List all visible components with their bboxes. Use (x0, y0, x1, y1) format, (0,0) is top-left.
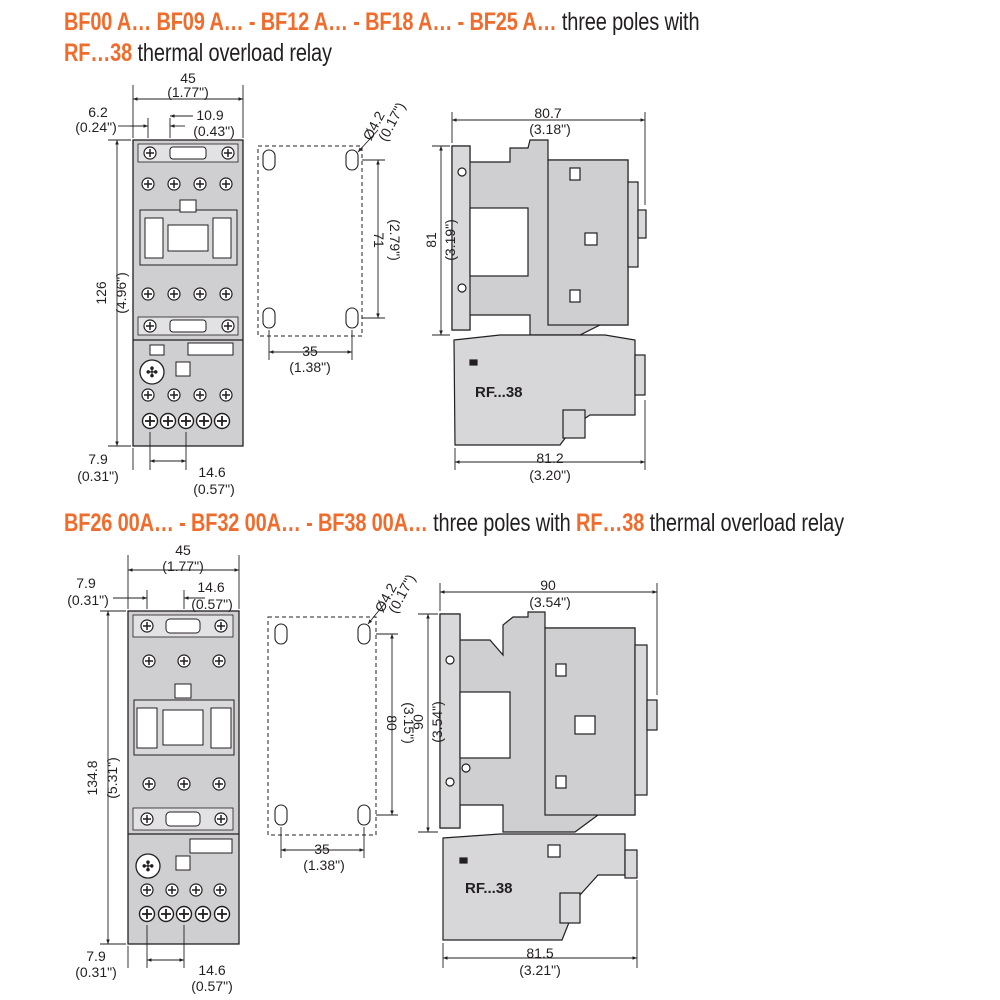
section2-side-view (439, 611, 658, 941)
s1-horiz-mm: 35 (302, 343, 318, 359)
s2-bottom-pitch-in: (0.57") (191, 978, 233, 994)
s1-pitch-in: (0.43") (193, 123, 235, 139)
section2-front-dimensions (100, 555, 240, 968)
s1-relay-depth-in: (3.20") (529, 467, 571, 483)
section1-side-dimensions (432, 112, 646, 470)
s1-side-height-in: (3.19") (442, 219, 458, 261)
section1-drill-template: Ø4.2 (0.17") 71 (2.79") 35 (1.38") (257, 100, 408, 375)
s1-bottom-left-in: (0.31") (77, 468, 119, 484)
section1-side-view (451, 139, 647, 446)
s2-relay-depth-in: (3.21") (519, 962, 561, 978)
s2-side-height-mm: 90 (410, 714, 426, 730)
section1-front-dim-texts: 45 (1.77") 6.2 (0.24") 10.9 (0.43") 126 … (75, 70, 235, 497)
s1-relay-label: RF...38 (475, 384, 523, 401)
s2-left-in: (0.31") (67, 592, 109, 608)
s2-bottom-left-in: (0.31") (75, 964, 117, 980)
section1-models: BF00 A… BF09 A… - BF12 A… - BF18 A… - BF… (64, 8, 557, 36)
section2-models: BF26 00A… - BF32 00A… - BF38 00A… (64, 509, 428, 537)
svg-text:✣: ✣ (146, 364, 158, 380)
s2-vert-in: (3.15") (401, 702, 417, 744)
s1-vert-mm: 71 (371, 232, 387, 248)
section2-relay: RF…38 (576, 509, 645, 537)
s1-bottom-left-mm: 7.9 (88, 451, 108, 467)
section1-front-dimensions (108, 85, 244, 470)
s1-height-in: (4.96") (113, 272, 129, 314)
s2-relay-label: RF...38 (465, 880, 513, 897)
s1-left-in: (0.24") (75, 119, 117, 135)
s2-height-mm: 134.8 (84, 760, 100, 795)
section1-heading-tail: thermal overload relay (137, 39, 333, 67)
s2-depth-in: (3.54") (529, 594, 571, 610)
s2-pitch-in: (0.57") (191, 596, 233, 612)
s1-bottom-pitch-mm: 14.6 (198, 464, 225, 480)
s1-depth-mm: 80.7 (534, 105, 561, 121)
s2-vert-mm: 80 (384, 715, 400, 731)
section2-side-dimensions (418, 583, 658, 968)
s2-pitch-mm: 14.6 (197, 579, 224, 595)
section1-front-view: ✣ (132, 139, 244, 447)
section1-heading-line2: RF…38 thermal overload relay (64, 40, 332, 67)
s1-side-height-mm: 81 (423, 232, 439, 248)
s1-pitch-mm: 10.9 (196, 107, 223, 123)
s2-height-in: (5.31") (104, 757, 120, 799)
section1-relay: RF…38 (64, 39, 133, 67)
section1-heading-mid: three poles with (561, 8, 700, 36)
s2-relay-depth-mm: 81.5 (526, 945, 553, 961)
s1-left-mm: 6.2 (88, 104, 108, 120)
s1-depth-in: (3.18") (529, 121, 571, 137)
section2-heading-tail: thermal overload relay (649, 509, 845, 537)
section2-front-dim-texts: 45 (1.77") 7.9 (0.31") 14.6 (0.57") 134.… (67, 542, 233, 994)
svg-text:✣: ✣ (142, 858, 154, 874)
s2-side-height-in: (3.54") (429, 701, 445, 743)
section2-front-view: ✣ (127, 610, 240, 945)
s2-bottom-pitch-mm: 14.6 (198, 962, 225, 978)
section2-drill-template: Ø4.2 (0.17") 80 (3.15") 35 (1.38") (267, 572, 418, 873)
s2-horiz-in: (1.38") (303, 857, 345, 873)
section2-heading: BF26 00A… - BF32 00A… - BF38 00A… three … (64, 510, 844, 537)
s1-height-mm: 126 (93, 281, 109, 305)
s2-width-in: (1.77") (162, 558, 204, 574)
s2-bottom-left-mm: 7.9 (86, 948, 106, 964)
section2-heading-mid: three poles with (433, 509, 571, 537)
s2-left-mm: 7.9 (76, 575, 96, 591)
s2-depth-mm: 90 (540, 577, 556, 593)
s1-width-in: (1.77") (167, 84, 209, 100)
s1-horiz-in: (1.38") (289, 359, 331, 375)
s1-relay-depth-mm: 81.2 (536, 450, 563, 466)
section1-heading: BF00 A… BF09 A… - BF12 A… - BF18 A… - BF… (64, 8, 700, 36)
s1-bottom-pitch-in: (0.57") (193, 481, 235, 497)
s2-width-mm: 45 (175, 542, 191, 558)
s2-horiz-mm: 35 (314, 841, 330, 857)
s1-width-mm: 45 (180, 70, 196, 86)
s1-vert-in: (2.79") (387, 219, 403, 261)
